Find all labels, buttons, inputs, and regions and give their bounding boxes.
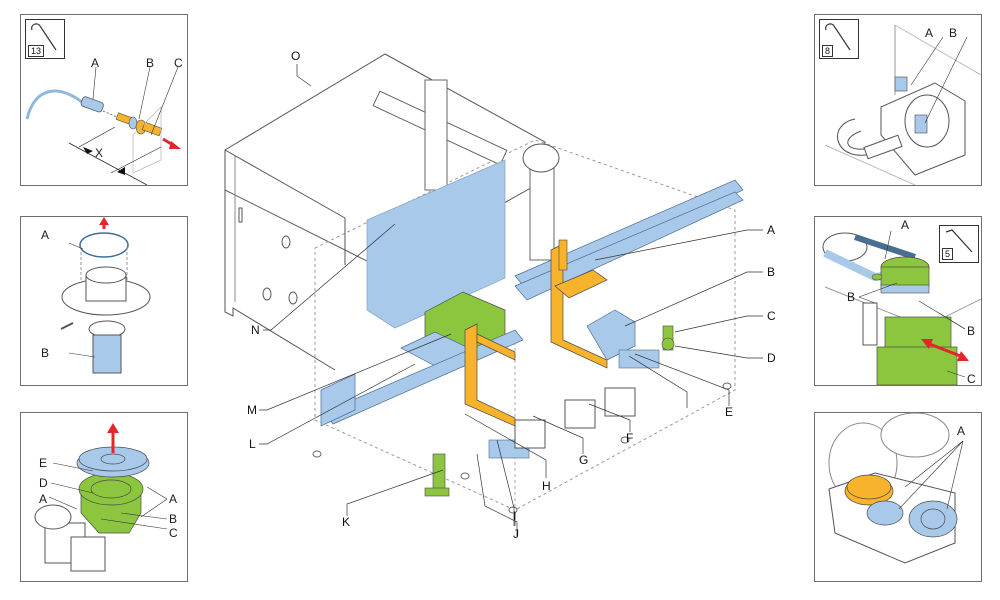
tool-indicator: 5 [939, 225, 979, 263]
label-b: B [949, 26, 958, 40]
detail-panel-cable-connector: 13 A B C X [20, 14, 188, 186]
callout-e: E [725, 405, 734, 419]
callout-c: C [767, 309, 776, 323]
label-c: C [174, 56, 183, 70]
motor-belt-illustration [822, 230, 981, 385]
tool-indicator: 13 [25, 19, 65, 59]
label-d: D [39, 476, 48, 490]
main-machine-diagram: O N M L K J I H G F E D C B A [215, 40, 795, 560]
label-b: B [146, 56, 155, 70]
callout-n: N [251, 323, 260, 337]
label-a: A [925, 26, 934, 40]
tool-size: 13 [28, 45, 45, 57]
label-a-right: A [169, 492, 178, 506]
callout-f: F [626, 431, 634, 445]
label-c: C [967, 372, 976, 386]
callout-k: K [342, 515, 351, 529]
callout-o: O [291, 49, 301, 63]
callout-j: J [513, 527, 519, 541]
label-c: C [169, 526, 178, 540]
callout-d: D [767, 351, 776, 365]
sensor-illustration [824, 24, 981, 185]
detail-panel-gears: A [814, 412, 982, 582]
gears-illustration [828, 413, 964, 564]
cover-illustration [34, 423, 168, 572]
callout-g: G [579, 453, 589, 467]
callout-b: B [767, 265, 776, 279]
label-b-left: B [847, 290, 856, 304]
wrench-icon [31, 23, 57, 51]
label-a: A [901, 218, 910, 232]
hex-key-icon [945, 229, 973, 253]
detail-panel-cover-removal: E D A A B C [20, 412, 188, 582]
callout-l: L [249, 437, 256, 451]
callout-i: I [513, 509, 517, 523]
label-x: X [95, 146, 104, 160]
label-a-left: A [39, 492, 48, 506]
connector-illustration [25, 66, 181, 185]
label-a: A [91, 56, 100, 70]
label-a: A [41, 228, 50, 242]
label-e: E [39, 456, 48, 470]
label-b-right: B [967, 324, 976, 338]
filter-illustration [60, 217, 151, 374]
machine-illustration [224, 53, 763, 536]
callout-h: H [542, 479, 551, 493]
detail-panel-motor-belt: 5 A B B C [814, 216, 982, 386]
tool-size: 5 [942, 248, 954, 260]
detail-panel-sensor-bracket: 8 A B [814, 14, 982, 186]
label-b: B [169, 512, 178, 526]
label-a: A [957, 424, 966, 438]
callout-a: A [767, 223, 776, 237]
tool-size: 8 [822, 45, 834, 57]
callout-m: M [247, 403, 257, 417]
detail-panel-filter-seal: A B [20, 216, 188, 386]
wrench-icon [825, 23, 851, 51]
label-b: B [41, 346, 50, 360]
tool-indicator: 8 [819, 19, 859, 59]
